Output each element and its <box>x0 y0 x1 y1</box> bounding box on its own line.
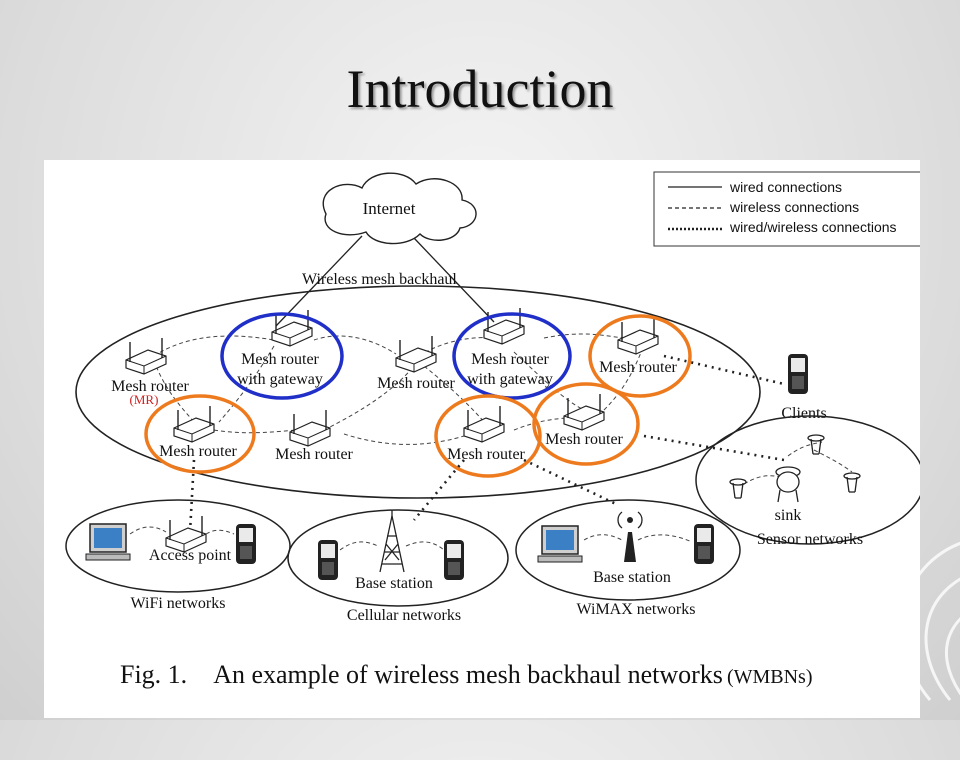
figure-panel: wired connections wireless connections w… <box>44 160 920 718</box>
mesh-router-icon <box>395 335 437 373</box>
mesh-router-icon <box>125 337 167 375</box>
wimax-antenna-icon <box>617 511 643 562</box>
internet-cloud: Internet <box>322 172 477 245</box>
router-highlight <box>588 314 692 398</box>
gateway-label-line1: Mesh router <box>241 351 319 368</box>
sensor-network-boundary <box>695 415 920 545</box>
mesh-router-icon <box>463 405 505 443</box>
gateway-label-line2: with gateway <box>237 371 323 388</box>
router-label: Mesh router <box>159 443 237 460</box>
internet-label: Internet <box>363 199 416 218</box>
router-label: Mesh router <box>275 446 353 463</box>
phone-icon <box>236 524 256 564</box>
sensor-icon <box>843 472 861 493</box>
sink-icon <box>775 466 801 503</box>
legend: wired connections wireless connections w… <box>653 171 920 247</box>
base-station-label: Base station <box>355 575 433 592</box>
mesh-router-icon <box>173 405 215 443</box>
sensor-networks-label: Sensor networks <box>757 531 863 548</box>
mesh-router-icon <box>289 409 331 447</box>
router-label: Mesh router <box>599 359 677 376</box>
router-label: Mesh router <box>377 375 455 392</box>
highlight-circles <box>144 312 692 478</box>
router-abbrev-label: (MR) <box>130 392 159 407</box>
wifi-networks-label: WiFi networks <box>131 595 226 612</box>
router-label: Mesh router <box>545 431 623 448</box>
legend-mixed-label: wired/wireless connections <box>729 219 897 235</box>
wifi-network-boundary <box>65 499 291 593</box>
computer-icon <box>537 525 583 563</box>
access-point-label: Access point <box>149 547 232 564</box>
wimax-network-boundary <box>515 499 741 601</box>
client-phone-icon <box>788 354 808 394</box>
gateway-highlight <box>452 312 572 400</box>
clients-label: Clients <box>781 405 826 422</box>
phone-icon <box>694 524 714 564</box>
router-label: Mesh router <box>447 446 525 463</box>
base-station-label: Base station <box>593 569 671 586</box>
network-diagram: wired connections wireless connections w… <box>65 171 920 624</box>
wired-link-1 <box>275 235 363 327</box>
gateway-label-line1: Mesh router <box>471 351 549 368</box>
legend-wireless-label: wireless connections <box>729 199 859 215</box>
caption-number: Fig. 1. <box>120 660 188 689</box>
caption-text: An example of wireless mesh backhaul net… <box>213 660 723 689</box>
wired-link-2 <box>413 237 495 323</box>
router-highlight <box>144 394 256 474</box>
gateway-label-line2: with gateway <box>467 371 553 388</box>
mixed-links <box>188 354 785 533</box>
gateway-highlight <box>220 312 344 400</box>
slide-title: Introduction <box>346 59 614 119</box>
wimax-networks-label: WiMAX networks <box>577 601 696 618</box>
figure-caption: Fig. 1. An example of wireless mesh backh… <box>120 660 920 690</box>
cell-tower-icon <box>379 510 405 573</box>
phone-icon <box>318 540 338 580</box>
phone-icon <box>444 540 464 580</box>
cellular-networks-label: Cellular networks <box>347 607 461 624</box>
sink-label: sink <box>775 507 802 524</box>
router-highlight <box>434 394 542 478</box>
backhaul-label: Wireless mesh backhaul <box>302 271 457 288</box>
router-label: Mesh router <box>111 378 189 395</box>
legend-wired-label: wired connections <box>729 179 842 195</box>
background-swirl <box>900 541 960 701</box>
sensor-icon <box>729 478 747 499</box>
computer-icon <box>85 523 131 561</box>
cellular-network-boundary <box>287 509 509 607</box>
router-highlight <box>532 382 640 466</box>
mesh-router-icon <box>563 393 605 431</box>
mesh-router-icon <box>617 317 659 355</box>
backhaul-boundary <box>75 285 761 499</box>
caption-suffix: (WMBNs) <box>726 666 813 688</box>
